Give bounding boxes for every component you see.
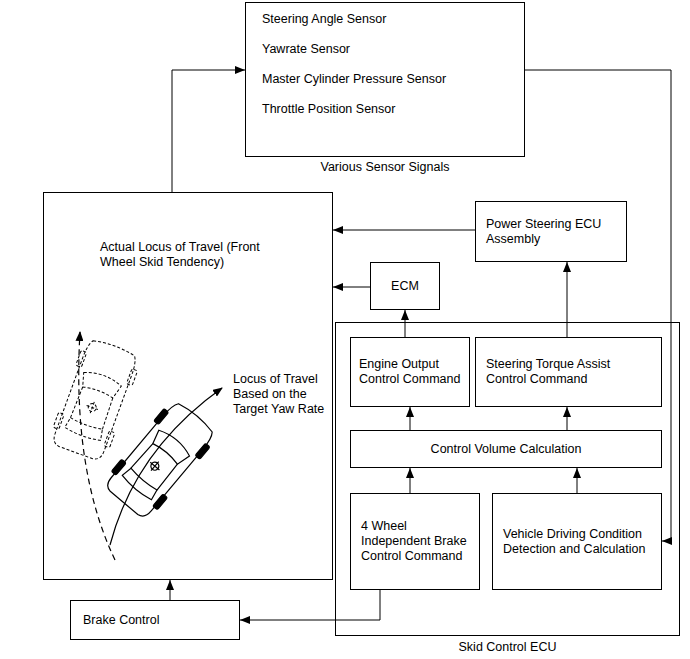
node-label: Steering Torque Assist Control Command [486, 357, 651, 387]
node-label: Brake Control [83, 613, 227, 628]
flow-arrow [172, 70, 245, 192]
flow-arrow [567, 407, 568, 430]
brake-control-box: Brake Control [70, 600, 240, 640]
brake-command-box: 4 Wheel Independent Brake Control Comman… [350, 493, 480, 590]
skid-locus [79, 332, 115, 560]
steering-torque-command-box: Steering Torque Assist Control Command [475, 337, 662, 407]
node-label: Power Steering ECU Assembly [486, 217, 616, 247]
node-sublabel: Master Cylinder Pressure Sensor [262, 72, 517, 87]
flow-arrow [567, 262, 568, 337]
control-volume-box: Control Volume Calculation [350, 430, 662, 468]
node-label: ECM [377, 279, 433, 294]
node-sublabel: Locus of Travel Based on the Target Yaw … [233, 372, 330, 417]
node-label: Control Volume Calculation [359, 442, 653, 457]
node-label: Engine Output Control Command [359, 357, 461, 387]
vehicle-travel-panel: Actual Locus of Travel (Front Wheel Skid… [43, 192, 333, 580]
flow-arrow [410, 407, 411, 430]
target-car [101, 397, 220, 523]
flow-arrow [333, 287, 370, 288]
power-steering-ecu-box: Power Steering ECU Assembly [475, 201, 627, 262]
node-sublabel: Yawrate Sensor [262, 42, 517, 57]
node-sublabel: Throttle Position Sensor [262, 102, 517, 117]
skid-control-ecu-box: Skid Control ECUEngine Output Control Co… [335, 322, 680, 636]
flow-arrow [240, 590, 380, 620]
flow-arrow [333, 230, 475, 231]
node-label: Skid Control ECU [335, 640, 680, 655]
flow-arrow [170, 580, 171, 600]
engine-output-command-box: Engine Output Control Command [350, 337, 470, 407]
node-sublabel: Various Sensor Signals [245, 160, 525, 175]
skid-car [48, 336, 143, 463]
driving-condition-box: Vehicle Driving Condition Detection and … [492, 493, 662, 590]
node-label: Actual Locus of Travel (Front Wheel Skid… [100, 240, 295, 270]
node-label: 4 Wheel Independent Brake Control Comman… [361, 519, 469, 564]
sensor-box: Steering Angle SensorYawrate SensorMaste… [245, 2, 525, 157]
flow-arrow [405, 310, 406, 337]
target-locus [110, 388, 222, 545]
flow-arrow [525, 70, 671, 541]
ecm-box: ECM [370, 262, 440, 310]
node-label: Steering Angle Sensor [262, 12, 517, 27]
flow-arrow [577, 468, 578, 493]
flow-arrow [410, 468, 411, 493]
node-label: Vehicle Driving Condition Detection and … [503, 527, 651, 557]
